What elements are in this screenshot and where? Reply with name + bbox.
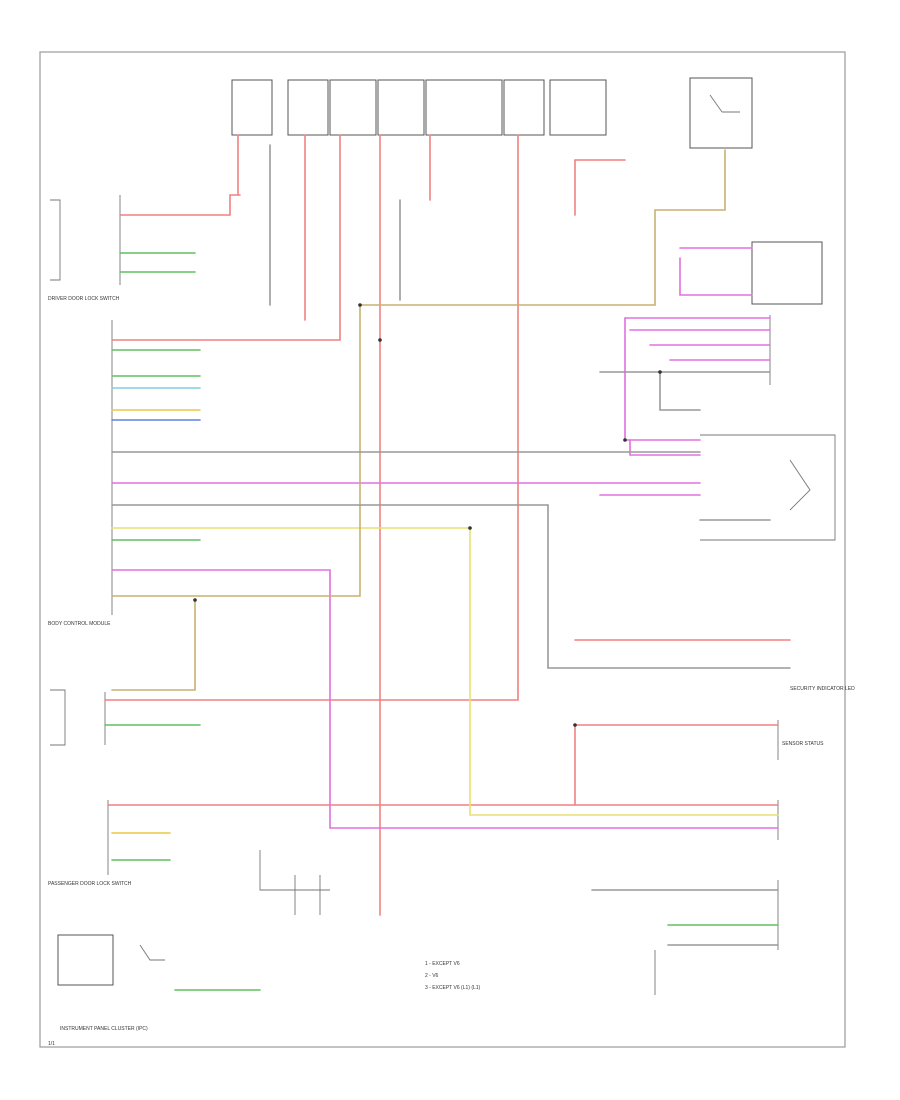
latch-switch-symbol [789,459,811,511]
red-wire-rear-module [104,134,519,701]
driver-door-lock-switch-bracket [50,199,61,281]
page-reference: 1/1 [48,1041,55,1047]
red-wires [104,134,791,916]
splice-dot [573,723,577,727]
pink-wire-right-1 [624,317,701,441]
gray-wire-security [111,504,791,669]
splice-dot [193,598,197,602]
cluster-switch-symbol [139,944,165,961]
splice-dot [658,370,662,374]
sensor-status-label: SENSOR STATUS [782,741,824,747]
red-wire-driver-switch [119,194,241,216]
splice-dot [358,303,362,307]
gray-wires [111,144,791,946]
right-connector-box-1 [751,241,823,305]
fuse-box-6 [503,79,545,136]
passenger-door-lock-switch-label: PASSENGER DOOR LOCK SWITCH [48,881,132,887]
fuse-box-2 [287,79,329,136]
instrument-panel-cluster-box [57,934,114,986]
splice-dot [378,338,382,342]
instrument-panel-cluster-label: INSTRUMENT PANEL CLUSTER (IPC) [60,1026,148,1032]
red-wire-bcm-feed [111,134,341,341]
diagram-frame [39,51,846,1048]
splice-dot [623,438,627,442]
legend-line-2: 2 - V6 [425,973,439,979]
door-latch-box [700,434,836,541]
left-modules [50,195,165,986]
ignition-switch-symbol [709,94,740,113]
ignition-switch-box [689,77,753,149]
color-wires [104,252,779,991]
tan-wire-ignition [111,149,726,597]
fuse-box-3 [329,79,377,136]
splice-dot [468,526,472,530]
rear-module-bracket [50,689,66,746]
pink-wire-sensor [111,569,779,829]
yellow-wire-sensor [111,527,779,816]
pink-wire-latch-2 [629,439,701,456]
passenger-ground-legs [294,875,321,915]
fuse-box-5 [425,79,503,136]
passenger-switch-symbol [259,850,330,891]
fuse-box-7 [549,79,607,136]
fuse-box-1 [231,79,273,136]
right-modules [654,241,836,995]
top-fuse-block [231,77,753,149]
security-indicator-label: SECURITY INDICATOR LED [790,686,855,692]
pink-wires [111,247,779,829]
pink-wire-connector-2 [679,257,753,296]
body-control-module-label: BODY CONTROL MODULE [48,621,111,627]
yellow-wires [111,149,779,834]
splice-points [193,303,662,727]
fuse-box-4 [377,79,425,136]
gray-wire-right-2 [659,371,701,411]
tan-wire-rear [111,599,196,691]
legend-line-3: 3 - EXCEPT V6 (L1) (L1) [425,985,481,991]
driver-door-lock-switch-label: DRIVER DOOR LOCK SWITCH [48,296,120,302]
legend-line-1: 1 - EXCEPT V6 [425,961,460,967]
